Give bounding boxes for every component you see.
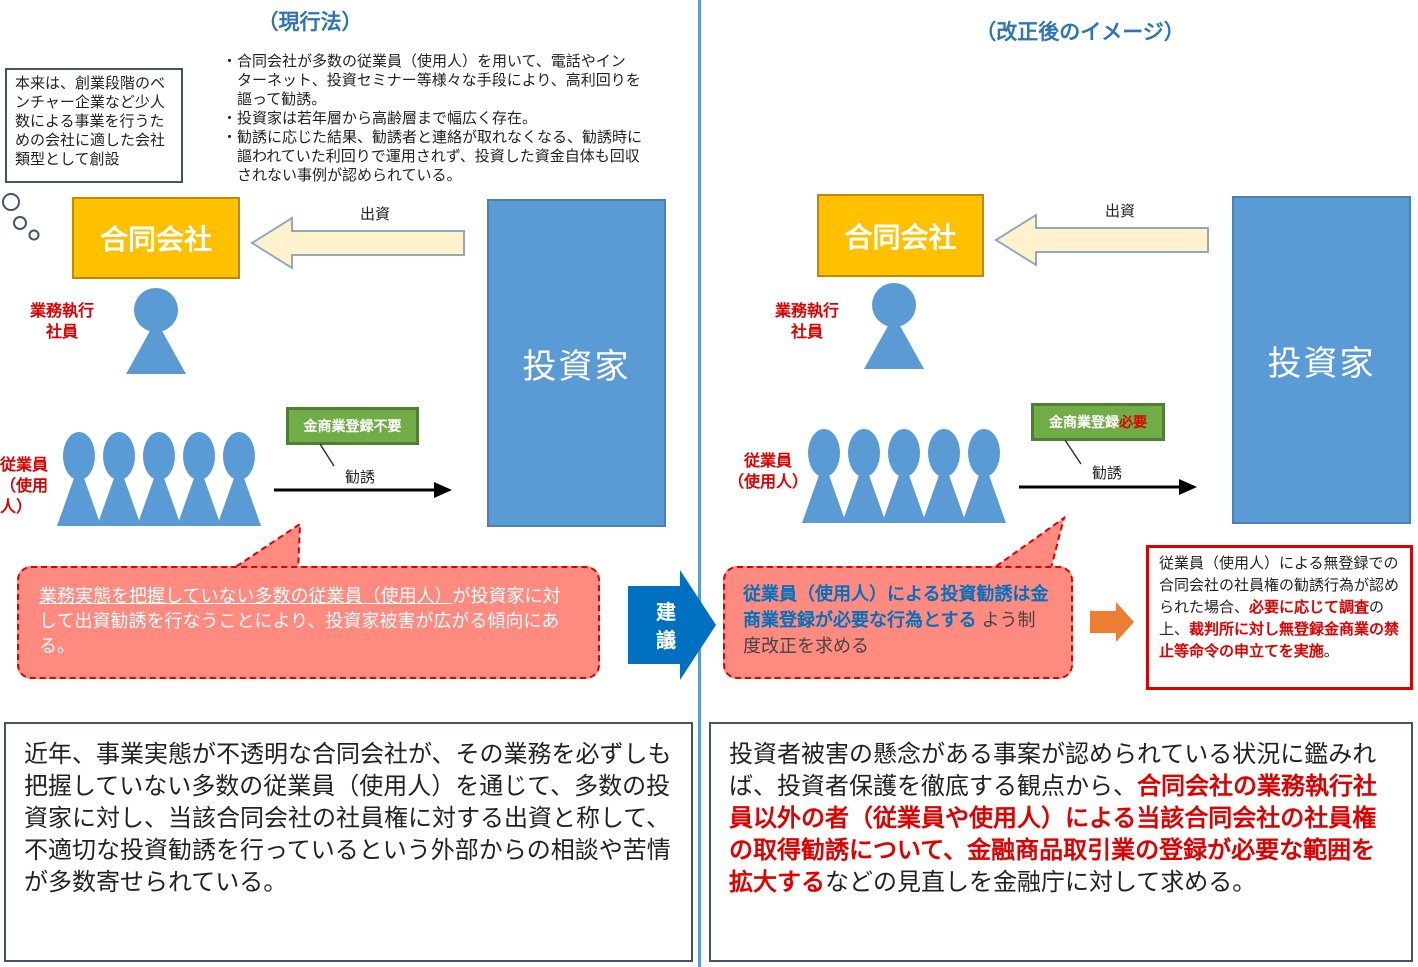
investor-box-right: 投資家 — [1232, 196, 1411, 524]
enforcement-box: 従業員（使用人）による無登録での合同会社の社員権の勧誘行為が認められた場合、必要… — [1146, 545, 1413, 690]
employee-label-line: 従業員 — [743, 451, 792, 470]
solicitation-label-right: 勧誘 — [1091, 464, 1122, 482]
right-header: （改正後のイメージ） — [975, 20, 1185, 44]
left-header: （現行法） — [257, 10, 363, 34]
desc-line: ・合同会社が多数の従業員（使用人）を用いて、電話やイン — [222, 52, 626, 70]
employees-group-icon — [57, 432, 261, 526]
employee-label-line: （使用人） — [0, 476, 49, 516]
investment-label: 出資 — [359, 205, 390, 223]
enforcement-text: の上、 — [1159, 598, 1385, 638]
investment-label-right: 出資 — [1104, 202, 1135, 220]
center-divider — [698, 0, 701, 967]
employee-label: 従業員 （使用人） — [0, 454, 62, 517]
desc-line: ターネット、投資セミナー等様々な手段により、高利回りを — [222, 71, 641, 89]
employee-label-line: 従業員 — [0, 455, 49, 474]
registration-badge-right: 金商業登録必要 — [1031, 403, 1165, 441]
orange-arrow-icon — [1090, 602, 1134, 642]
solicitation-arrow-right — [1019, 439, 1197, 495]
registration-badge-text: 金商業登録 — [1049, 415, 1119, 431]
executive-label-line: 業務執行 — [774, 301, 839, 320]
warning-callout-tail — [224, 522, 302, 573]
proposal-bold-text: 従業員（使用人）による投資勧誘は金商業登録が必要な行為とする — [743, 584, 1049, 631]
warning-callout: 業務実態を把握していない多数の従業員（使用人）が投資家に対して出資勧誘を行なうこ… — [17, 566, 600, 679]
desc-line: 謳われていた利回りで運用されず、投資した資金自体も回収 — [222, 147, 640, 165]
desc-line: 謳って勧誘。 — [222, 90, 327, 108]
proposal-arrow-char: 建 — [656, 600, 676, 624]
right-bottom-summary: 投資者被害の懸念がある事案が認められている状況に鑑みれば、投資者保護を徹底する観… — [709, 722, 1413, 962]
warning-underlined-text: 業務実態を把握していない多数の従業員（使用人） — [39, 586, 453, 607]
executive-label-line: 業務執行 — [29, 301, 94, 320]
executive-label-line: 社員 — [790, 322, 823, 341]
enforcement-text: 。 — [1323, 642, 1339, 660]
proposal-arrow-label: 建 議 — [652, 598, 680, 654]
proposal-arrow-char: 議 — [656, 628, 676, 652]
summary-end-text: などの見直しを金融庁に対して求める。 — [825, 868, 1257, 896]
registration-required-text: 必要 — [1119, 415, 1147, 431]
employee-label-right: 従業員 （使用人） — [728, 450, 808, 492]
executive-label-line: 社員 — [45, 322, 78, 341]
solicitation-arrow — [274, 443, 452, 498]
left-bottom-summary: 近年、事業実態が不透明な合同会社が、その業務を必ずしも把握していない多数の従業員… — [4, 722, 693, 962]
left-description: ・合同会社が多数の従業員（使用人）を用いて、電話やイン ターネット、投資セミナー… — [222, 52, 682, 185]
llc-box-right: 合同会社 — [817, 194, 984, 277]
proposal-arrow — [628, 570, 716, 680]
solicitation-label: 勧誘 — [344, 468, 375, 486]
summary-bold-text: 合同会社の業務執行社員以外の者（従業員や使用人）による当該合同会社の社員権の取得… — [729, 772, 1377, 896]
executive-person-icon-right — [864, 283, 924, 369]
origin-note: 本来は、創業段階のベンチャー企業など少人数による事業を行うための会社に適した会社… — [5, 68, 183, 183]
desc-line: されない事例が認められている。 — [222, 166, 462, 184]
enforcement-red-text: 裁判所に対し無登録金商業の禁止等命令の申立てを実施 — [1159, 620, 1400, 660]
summary-normal-text: 投資者被害の懸念がある事案が認められている状況に鑑みれば、投資者保護を徹底する観… — [729, 740, 1377, 800]
desc-line: ・投資家は若年層から高齢層まで幅広く存在。 — [222, 109, 538, 127]
investment-arrow-right — [994, 213, 1209, 267]
proposal-rest-text: よう制度改正を求める — [743, 610, 1036, 657]
proposal-callout: 従業員（使用人）による投資勧誘は金商業登録が必要な行為とする よう制度改正を求め… — [723, 566, 1073, 679]
investment-arrow — [250, 216, 465, 270]
thought-bubbles — [2, 193, 40, 241]
employees-group-icon-right — [802, 429, 1006, 523]
llc-box: 合同会社 — [72, 197, 240, 279]
warning-text: が投資家に対して出資勧誘を行なうことにより、投資家被害が広がる傾向にある。 — [39, 586, 561, 657]
enforcement-text: 従業員（使用人）による無登録での合同会社の社員権の勧誘行為が認められた場合、 — [1159, 554, 1400, 616]
investor-box: 投資家 — [487, 199, 666, 527]
executive-person-icon — [126, 288, 186, 374]
employee-label-line: （使用人） — [728, 472, 809, 491]
desc-line: ・勧誘に応じた結果、勧誘者と連絡が取れなくなる、勧誘時に — [222, 128, 643, 146]
executive-label-right: 業務執行 社員 — [757, 300, 857, 342]
registration-badge: 金商業登録不要 — [286, 407, 419, 445]
executive-label: 業務執行 社員 — [12, 300, 112, 342]
enforcement-red-text: 必要に応じて調査 — [1249, 598, 1370, 616]
